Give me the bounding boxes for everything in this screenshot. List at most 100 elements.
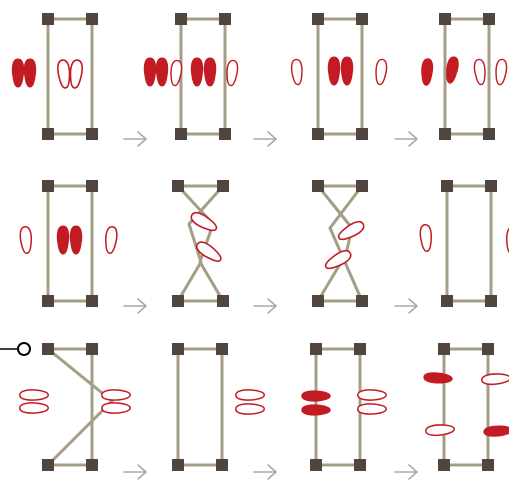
corner-post xyxy=(86,128,98,140)
corner-post xyxy=(439,128,451,140)
corner-post xyxy=(86,295,98,307)
corner-post xyxy=(441,180,453,192)
arrows-layer xyxy=(124,132,417,479)
corner-post xyxy=(172,343,184,355)
footprint-outline-icon xyxy=(226,60,239,86)
corner-post xyxy=(485,295,497,307)
corner-post xyxy=(86,13,98,25)
corner-post xyxy=(172,295,184,307)
footprint-outline-icon xyxy=(425,424,454,436)
corner-post xyxy=(485,180,497,192)
corner-post xyxy=(483,128,495,140)
corner-post xyxy=(172,459,184,471)
footprint-outline-icon xyxy=(69,59,83,88)
corner-post xyxy=(216,343,228,355)
footprint-outline-icon xyxy=(104,226,118,254)
footprint-filled-icon xyxy=(24,59,35,87)
corner-post xyxy=(312,128,324,140)
footprint-filled-icon xyxy=(302,391,331,401)
corner-post xyxy=(175,13,187,25)
corner-post xyxy=(356,295,368,307)
corner-post xyxy=(42,128,54,140)
corner-post xyxy=(42,295,54,307)
arrow-right-icon xyxy=(395,299,417,313)
footprint-outline-icon xyxy=(102,390,131,400)
arrow-right-icon xyxy=(395,132,417,146)
footprint-filled-icon xyxy=(341,57,352,85)
corner-post xyxy=(310,343,322,355)
footprint-outline-icon xyxy=(481,373,509,385)
corner-post xyxy=(219,128,231,140)
footprint-outline-icon xyxy=(194,239,223,264)
frame-twisted-bar xyxy=(330,186,362,301)
corner-post xyxy=(86,343,98,355)
corner-post xyxy=(438,459,450,471)
footprint-outline-icon xyxy=(358,390,387,400)
corner-post xyxy=(312,180,324,192)
footprint-filled-icon xyxy=(421,58,434,85)
corner-post xyxy=(42,13,54,25)
footprint-outline-icon xyxy=(358,404,387,414)
footprint-outline-icon xyxy=(375,59,388,85)
footprint-outline-icon xyxy=(236,390,265,400)
corner-post xyxy=(219,13,231,25)
corner-post xyxy=(42,180,54,192)
footprint-outline-icon xyxy=(20,403,49,413)
corner-post xyxy=(217,295,229,307)
corner-post xyxy=(439,13,451,25)
footprint-filled-icon xyxy=(144,58,155,86)
footprint-filled-icon xyxy=(444,56,459,84)
footprint-outline-icon xyxy=(57,59,71,88)
corner-post xyxy=(482,459,494,471)
corner-post xyxy=(356,128,368,140)
footprint-outline-icon xyxy=(291,59,303,85)
hinge-handle-icon xyxy=(18,343,30,355)
corner-post xyxy=(483,13,495,25)
footprint-outline-icon xyxy=(336,219,366,243)
footprint-filled-icon xyxy=(423,372,452,384)
footprint-outline-icon xyxy=(102,403,131,413)
corner-post xyxy=(354,459,366,471)
footprint-filled-icon xyxy=(328,57,339,85)
footprint-filled-icon xyxy=(57,226,68,254)
corner-post xyxy=(86,180,98,192)
arrow-right-icon xyxy=(124,132,146,146)
corner-post xyxy=(86,459,98,471)
corner-post xyxy=(217,180,229,192)
arrow-right-icon xyxy=(254,299,276,313)
arrow-right-icon xyxy=(254,465,276,479)
arrow-right-icon xyxy=(124,299,146,313)
corner-post xyxy=(216,459,228,471)
corner-post xyxy=(42,343,54,355)
footprint-outline-icon xyxy=(236,404,265,414)
corner-post xyxy=(310,459,322,471)
footprint-outline-icon xyxy=(420,224,433,251)
footprint-outline-icon xyxy=(506,226,509,253)
footprint-filled-icon xyxy=(70,226,81,254)
corner-post xyxy=(438,343,450,355)
arrow-right-icon xyxy=(124,465,146,479)
footprint-filled-icon xyxy=(191,58,202,86)
corner-post xyxy=(482,343,494,355)
corner-post xyxy=(356,180,368,192)
footprint-filled-icon xyxy=(12,59,23,87)
footprint-outline-icon xyxy=(20,226,33,253)
arrow-right-icon xyxy=(395,465,417,479)
corner-post xyxy=(312,13,324,25)
footprint-filled-icon xyxy=(302,405,331,415)
arrow-right-icon xyxy=(254,132,276,146)
frame-twisted-bar xyxy=(318,186,352,301)
footprint-filled-icon xyxy=(204,58,215,86)
corner-post xyxy=(312,295,324,307)
corner-post xyxy=(172,180,184,192)
corner-post xyxy=(441,295,453,307)
footprint-outline-icon xyxy=(20,390,49,400)
footprint-outline-icon xyxy=(495,59,508,85)
corner-post xyxy=(42,459,54,471)
corner-post xyxy=(354,343,366,355)
footprint-outline-icon xyxy=(474,59,487,85)
corner-post xyxy=(356,13,368,25)
corner-post xyxy=(175,128,187,140)
footprint-filled-icon xyxy=(156,58,167,86)
